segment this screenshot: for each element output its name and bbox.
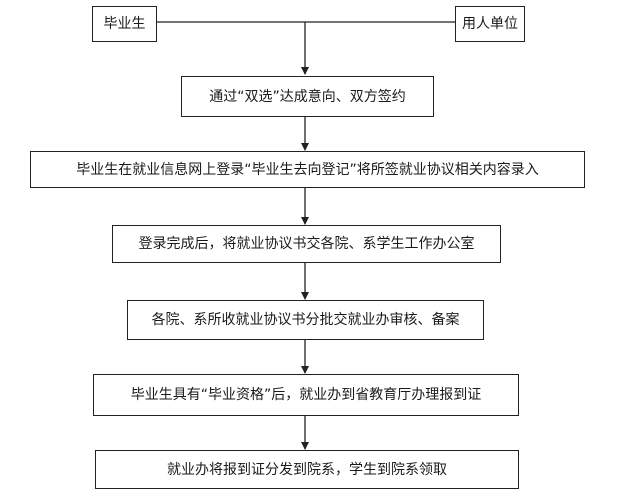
step3-label: 登录完成后，将就业协议书交各院、系学生工作办公室 [138, 236, 475, 252]
graduate-label: 毕业生 [103, 16, 146, 32]
step6-label: 就业办将报到证分发到院系，学生到院系领取 [167, 461, 447, 478]
step6-box: 就业办将报到证分发到院系，学生到院系领取 [95, 450, 519, 489]
step3-box: 登录完成后，将就业协议书交各院、系学生工作办公室 [112, 225, 501, 263]
step2-box: 毕业生在就业信息网上登录“毕业生去向登记”将所签就业协议相关内容录入 [30, 151, 585, 188]
employer-label: 用人单位 [462, 16, 518, 32]
graduate-node: 毕业生 [92, 6, 157, 42]
step4-label: 各院、系所收就业协议书分批交就业办审核、备案 [151, 312, 460, 328]
step2-label: 毕业生在就业信息网上登录“毕业生去向登记”将所签就业协议相关内容录入 [76, 161, 539, 178]
step4-box: 各院、系所收就业协议书分批交就业办审核、备案 [127, 300, 484, 340]
step1-label: 通过“双选”达成意向、双方签约 [209, 88, 406, 105]
step1-box: 通过“双选”达成意向、双方签约 [181, 76, 434, 117]
employer-node: 用人单位 [455, 6, 525, 42]
step5-label: 毕业生具有“毕业资格”后，就业办到省教育厅办理报到证 [130, 387, 482, 403]
step5-box: 毕业生具有“毕业资格”后，就业办到省教育厅办理报到证 [93, 374, 519, 416]
